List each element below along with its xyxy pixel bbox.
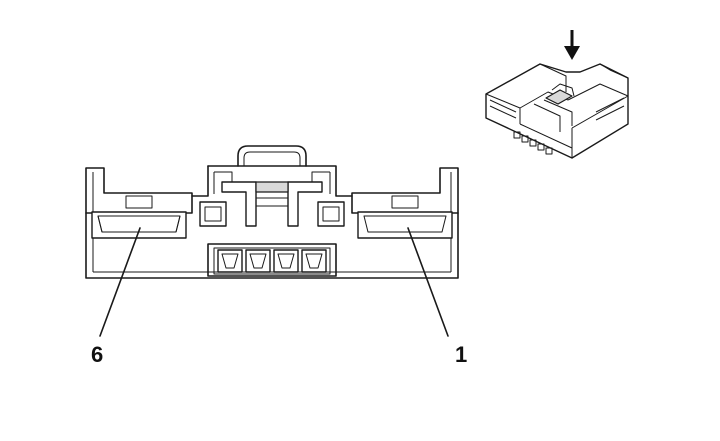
terminal-cavities bbox=[207, 243, 337, 277]
terminal-cavity bbox=[301, 249, 327, 273]
arrow-down-icon bbox=[564, 30, 580, 60]
terminal-cavity bbox=[245, 249, 271, 273]
pin-label-1: 1 bbox=[455, 342, 467, 367]
leader-line-pin-1 bbox=[407, 227, 449, 337]
terminal-cavity bbox=[217, 249, 243, 273]
connector-front-view bbox=[85, 145, 459, 279]
connector-iso-view bbox=[485, 30, 629, 159]
terminal-cavity bbox=[273, 249, 299, 273]
leader-line-pin-6 bbox=[99, 227, 141, 337]
pin-label-6: 6 bbox=[91, 342, 103, 367]
